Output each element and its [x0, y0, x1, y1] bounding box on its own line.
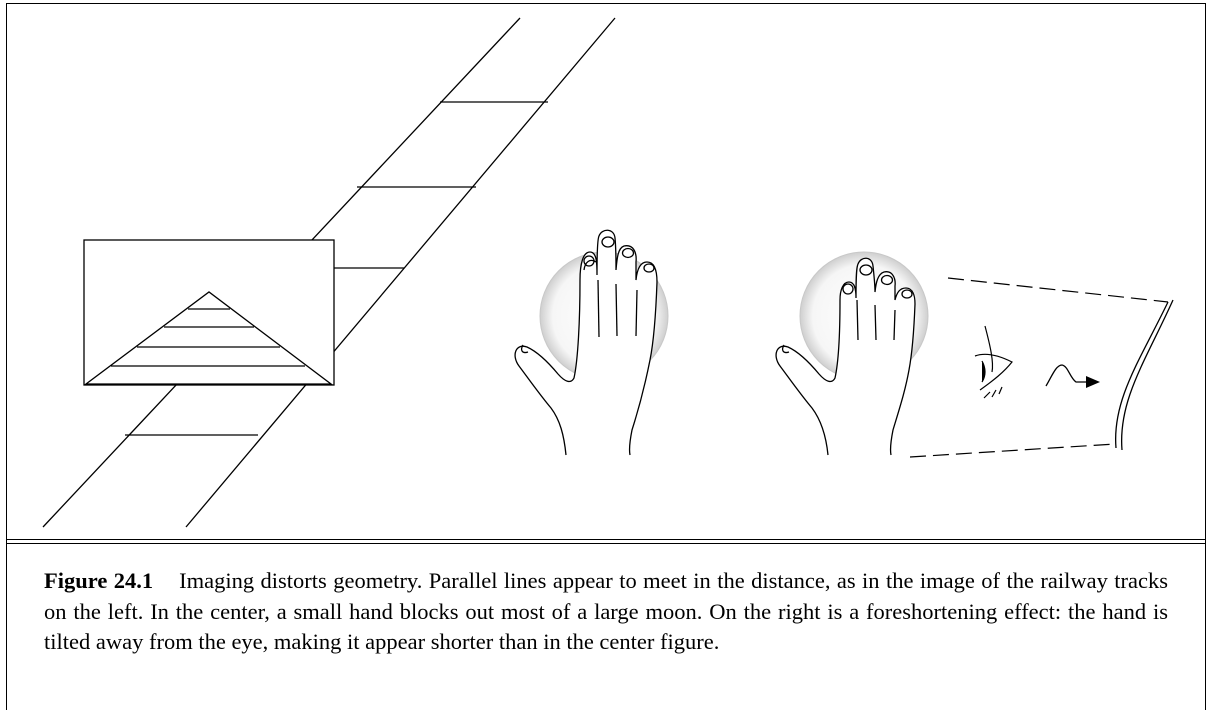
figure-caption-text: Imaging distorts geometry. Parallel line…	[44, 568, 1168, 654]
figure-label: Figure 24.1	[44, 568, 154, 593]
frame-top-border	[6, 3, 1206, 4]
light-wave-arrow	[1045, 364, 1100, 388]
image-plane	[83, 239, 335, 386]
hand-right	[775, 257, 916, 456]
tilted-surface	[1114, 299, 1174, 451]
eye-icon	[974, 325, 1013, 399]
caption-rule-bottom	[6, 543, 1206, 544]
frame-left-border	[6, 3, 7, 710]
frame-right-border	[1205, 3, 1206, 710]
foreshortening-projection	[909, 277, 1169, 458]
figure-illustration	[42, 17, 1174, 528]
caption-rule-top	[6, 539, 1206, 540]
hand-center	[514, 229, 658, 456]
